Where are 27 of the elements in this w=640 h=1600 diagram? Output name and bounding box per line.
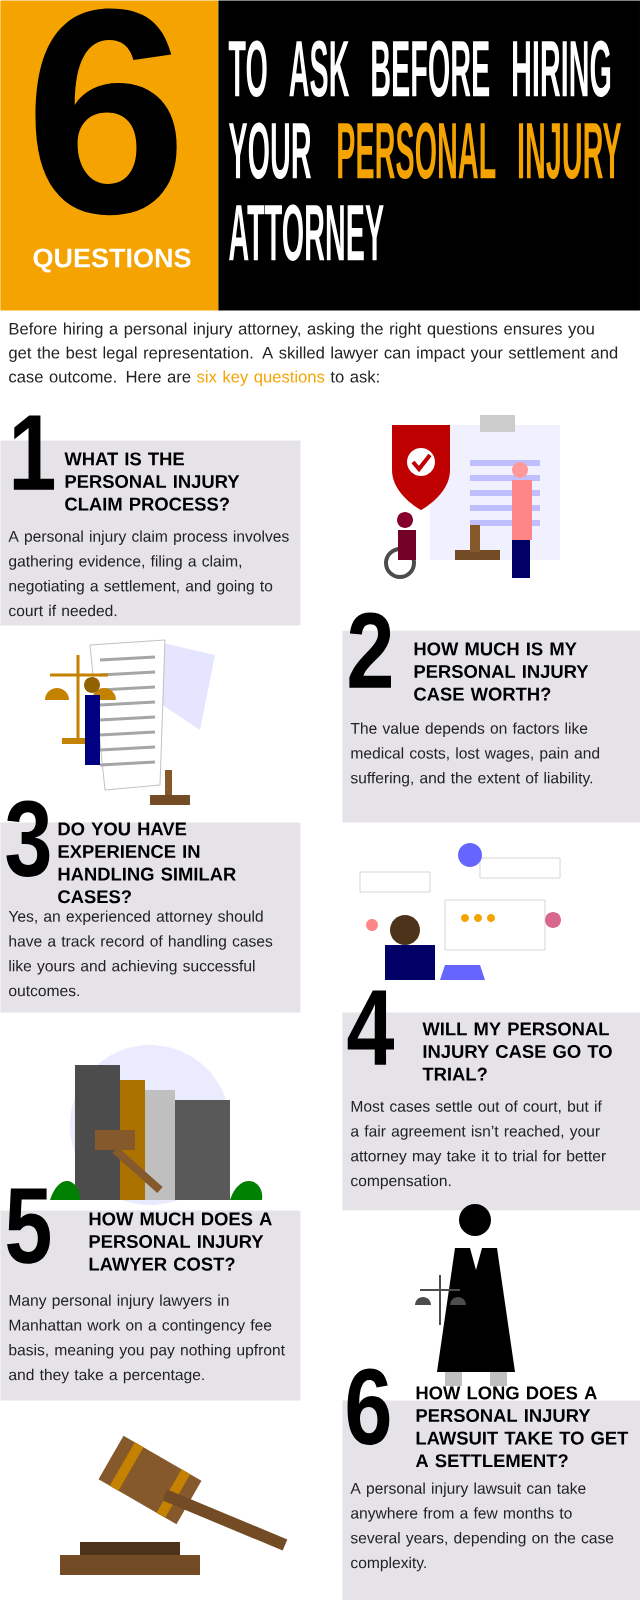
answer-text: A personal injury lawsuit can take anywhere from a few months to several years, depending on the case complexity. (350, 1482, 614, 1572)
question-heading: WILL MY PERSONAL INJURY CASE GO TO TRIAL? (422, 1022, 612, 1081)
question-card (0, 800, 301, 1013)
question-card (0, 415, 301, 626)
question-number: 2 (349, 612, 391, 688)
question-card (0, 1188, 301, 1401)
answer-text: A personal injury claim process involves gathering evidence, filing a claim, negotiating a settlement, and going to court if needed. (8, 530, 289, 617)
question-heading: HOW LONG DOES A PERSONAL INJURY LAWSUIT TAKE TO GET A SETTLEMENT? (415, 1386, 629, 1468)
question-card (342, 1368, 640, 1600)
question-heading: HOW MUCH DOES A PERSONAL INJURY LAWYER COST? (89, 1212, 272, 1271)
question-heading: WHAT IS THE PERSONAL INJURY CLAIM PROCESS? (64, 452, 240, 511)
answer-text: Many personal injury lawyers in Manhattan work on a contingency fee basis, meaning you pay nothing upfront and they take a percentage. (9, 1294, 285, 1384)
question-number: 5 (7, 1188, 51, 1264)
question-number: 6 (347, 1368, 390, 1445)
title-banner: TO ASK BEFORE HIRING YOUR PERSONAL INJURY ATTORNEY (218, 0, 640, 311)
header-panel: 6 QUESTIONS (0, 0, 219, 311)
question-number: 3 (6, 800, 50, 878)
answer-text: Most cases settle out of court, but if a fair agreement isn’t reached, your attorney may take it to trial for better compensation. (351, 1100, 606, 1190)
question-card (342, 990, 640, 1211)
question-heading: HOW MUCH IS MY PERSONAL INJURY CASE WORTH? (414, 642, 589, 701)
question-heading: DO YOU HAVE EXPERIENCE IN HANDLING SIMILAR CASES? (58, 822, 236, 904)
answer-text: Yes, an experienced attorney should have a track record of handling cases like yours and achieving successful outcomes. (8, 910, 273, 997)
intro-paragraph: Before hiring a personal injury attorney, asking the right questions ensures you get the best legal representation. A skilled lawyer can impact your settlement and case outcome. Here are six key questions to ask: (9, 322, 618, 386)
answer-text: The value depends on factors like medical costs, lost wages, pain and suffering, and the extent of liability. (350, 722, 600, 787)
question-card (342, 612, 640, 823)
question-number: 4 (347, 990, 394, 1065)
question-number: 1 (13, 415, 55, 490)
